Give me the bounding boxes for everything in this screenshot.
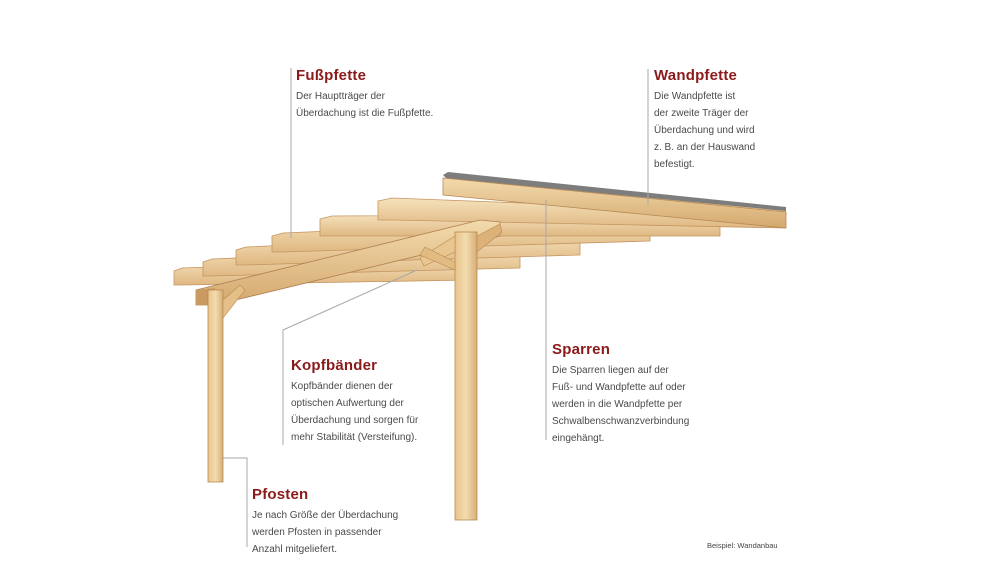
callout-fusspfette: Fußpfette Der Hauptträger der Überdachun… [296,67,433,122]
callout-title: Wandpfette [654,67,738,84]
callout-description: Kopfbänder dienen der optischen Aufwertu… [291,381,419,443]
callout-description: Der Hauptträger der Überdachung ist die … [296,91,434,119]
callout-title: Sparren [552,341,611,358]
callout-wandpfette: Wandpfette Die Wandpfette ist der zweite… [654,67,755,173]
post-front [419,223,503,521]
leader-kopfbaender [282,269,418,445]
callout-description: Je nach Größe der Überdachung werden Pfo… [252,510,399,555]
leader-lines [222,68,649,547]
post-rear [207,284,246,483]
leader-pfosten [222,457,248,547]
callout-kopfbaender: Kopfbänder Kopfbänder dienen der optisch… [291,357,418,446]
callout-title: Kopfbänder [291,357,378,374]
callout-pfosten: Pfosten Je nach Größe der Überdachung we… [252,486,398,558]
example-caption: Beispiel: Wandanbau [707,541,778,550]
callout-title: Fußpfette [296,67,367,84]
wall-purlin [442,177,787,229]
callout-title: Pfosten [252,486,309,503]
callout-sparren: Sparren Die Sparren liegen auf der Fuß- … [552,341,689,447]
callout-description: Die Sparren liegen auf der Fuß- und Wand… [552,365,690,444]
callout-description: Die Wandpfette ist der zweite Träger der… [654,91,756,170]
